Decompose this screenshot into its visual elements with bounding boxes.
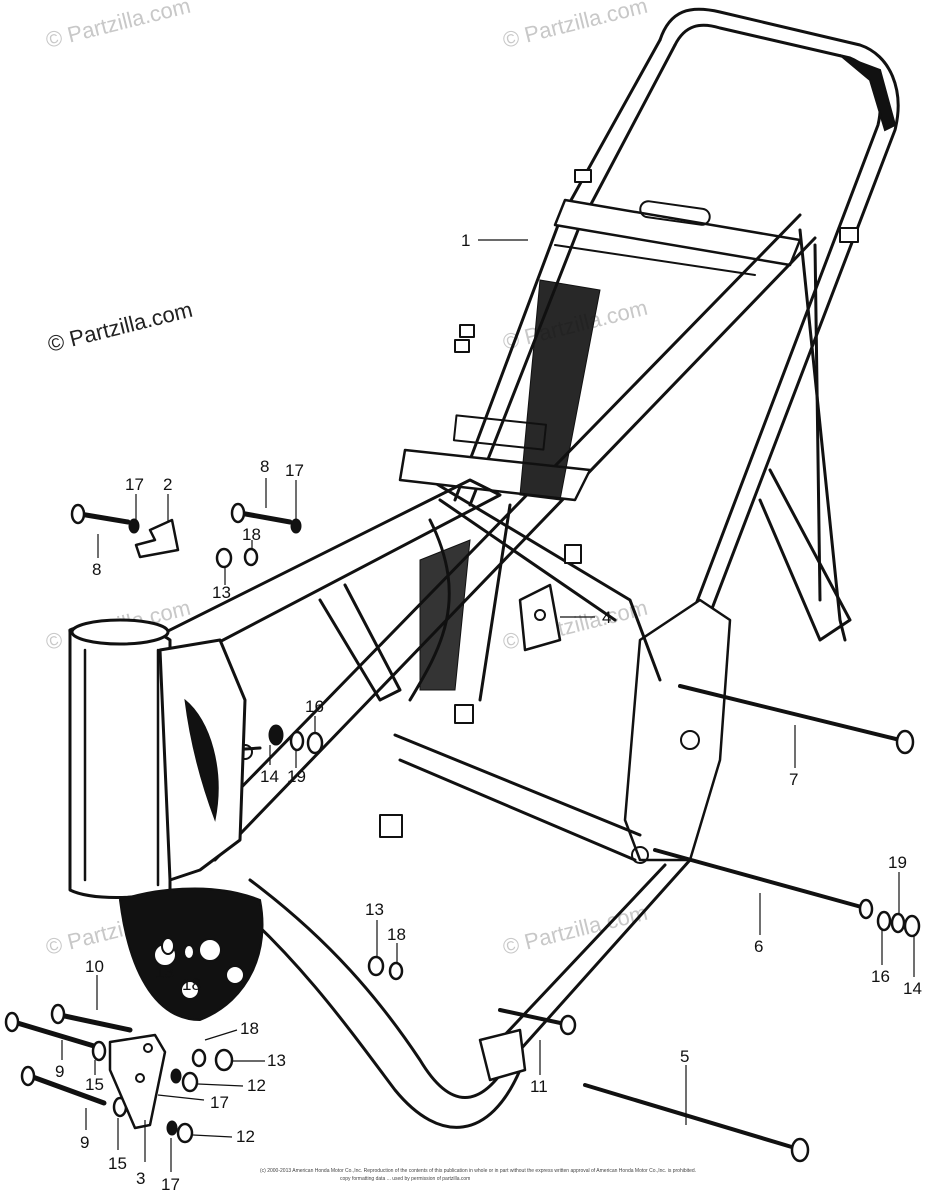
bolt-5	[583, 1083, 810, 1163]
bolt-9-lower	[20, 1065, 107, 1106]
collar-13-upper	[215, 547, 233, 569]
callout-17-left: 17	[125, 475, 144, 494]
callout-5: 5	[680, 1047, 689, 1066]
callout-15-lower: 15	[108, 1154, 127, 1173]
nut-17-lower-b	[166, 1120, 178, 1136]
copyright-block: (c) 2000-2013 American Honda Motor Co.,I…	[260, 1168, 696, 1182]
callout-17-right: 17	[285, 461, 304, 480]
callout-13-mid: 13	[365, 900, 384, 919]
washer-18-mid	[388, 961, 404, 981]
callout-13-upper: 13	[212, 583, 231, 602]
callout-16-right: 16	[871, 967, 890, 986]
callout-9-upper: 9	[55, 1062, 64, 1081]
callout-18-hanger: 18	[182, 975, 201, 994]
washer-16-right	[876, 910, 892, 932]
washer-16-center	[306, 731, 324, 755]
nut-17-left	[128, 518, 140, 534]
callout-13-hanger: 13	[155, 963, 174, 982]
washer-18-upper	[243, 547, 259, 567]
callout-10: 10	[85, 957, 104, 976]
nut-17-lower-a	[170, 1068, 182, 1084]
washer-19-right	[890, 912, 906, 934]
callout-12-upper: 12	[247, 1076, 266, 1095]
callout-18-mid: 18	[387, 925, 406, 944]
washer-19-center	[289, 730, 305, 752]
callout-7: 7	[789, 770, 798, 789]
callout-17-lower-b: 17	[161, 1175, 180, 1194]
nut-14-center	[268, 724, 284, 746]
callout-18-upper: 18	[242, 525, 261, 544]
callout-14-right: 14	[903, 979, 922, 998]
callout-11: 11	[530, 1077, 548, 1096]
leader-lines	[61, 239, 915, 1172]
washer-15-upper	[91, 1040, 107, 1062]
callout-12-lower: 12	[236, 1127, 255, 1146]
bolt-6	[653, 848, 874, 920]
nut-14-right	[903, 914, 921, 938]
callout-labels: 1 2 3 4 5 6 7 8 8 9 9 10 11 12 12 13 13 …	[55, 231, 922, 1194]
callout-3: 3	[136, 1169, 145, 1188]
bolt-7	[678, 684, 915, 755]
callout-9-lower: 9	[80, 1133, 89, 1152]
bolt-9-upper	[4, 1011, 97, 1049]
copyright-line-1: (c) 2000-2013 American Honda Motor Co.,I…	[260, 1168, 696, 1174]
bracket-2	[134, 518, 180, 559]
callout-16-center: 16	[305, 697, 324, 716]
nut-12-upper	[181, 1071, 199, 1093]
copyright-line-2: copy formatting data ... used by permiss…	[340, 1176, 470, 1182]
callout-6: 6	[754, 937, 763, 956]
watermark-main: © Partzilla.com	[45, 297, 195, 357]
loose-parts	[4, 502, 921, 1163]
watermark-top-left: © Partzilla.com	[43, 0, 193, 53]
washer-18-lower	[191, 1048, 207, 1068]
frame-body	[68, 7, 900, 1129]
collar-13-lower	[214, 1048, 234, 1072]
callout-19-center: 19	[287, 767, 306, 786]
collar-13-hanger	[161, 937, 175, 955]
callout-15-upper: 15	[85, 1075, 104, 1094]
nut-17-right	[290, 518, 302, 534]
washer-18-hanger	[183, 944, 195, 960]
nut-12-lower	[176, 1122, 194, 1144]
callout-8-left: 8	[92, 560, 101, 579]
bolt-11	[498, 1008, 577, 1036]
callout-19-right: 19	[888, 853, 907, 872]
callout-13-lower: 13	[267, 1051, 286, 1070]
watermark-top-right: © Partzilla.com	[500, 0, 650, 53]
callout-14-center: 14	[260, 767, 279, 786]
callout-2: 2	[163, 475, 172, 494]
bolt-10	[50, 1003, 133, 1033]
collar-13-mid	[367, 955, 385, 977]
callout-4: 4	[602, 608, 611, 627]
callout-18-lower: 18	[240, 1019, 259, 1038]
callout-1: 1	[461, 231, 470, 250]
bolt-8-left	[70, 503, 131, 525]
bolt-8-right	[230, 502, 293, 525]
callout-8-right: 8	[260, 457, 269, 476]
callout-17-lower-a: 17	[210, 1093, 229, 1112]
